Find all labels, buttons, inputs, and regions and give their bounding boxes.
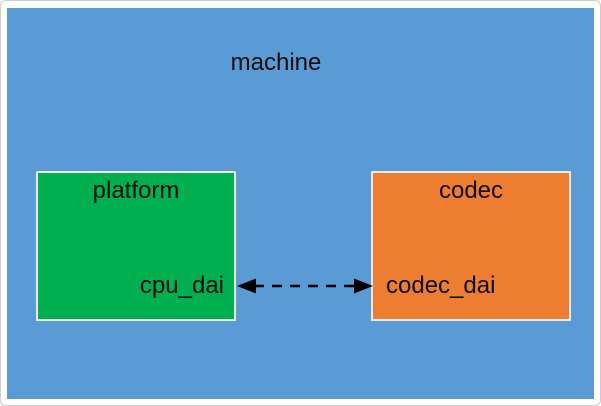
arrowhead-right-icon bbox=[354, 278, 373, 294]
cpu-dai-label: cpu_dai bbox=[139, 272, 224, 299]
platform-box: platform cpu_dai bbox=[36, 171, 236, 321]
codec-box: codec codec_dai bbox=[371, 171, 571, 321]
machine-label: machine bbox=[230, 49, 322, 76]
codec-label: codec bbox=[438, 177, 504, 204]
codec-dai-label: codec_dai bbox=[386, 272, 496, 299]
machine-box: machine platform cpu_dai codec codec_dai bbox=[7, 8, 594, 399]
platform-label: platform bbox=[92, 177, 180, 204]
arrowhead-left-icon bbox=[237, 278, 256, 294]
dai-link-dashed-arrow bbox=[237, 278, 373, 294]
